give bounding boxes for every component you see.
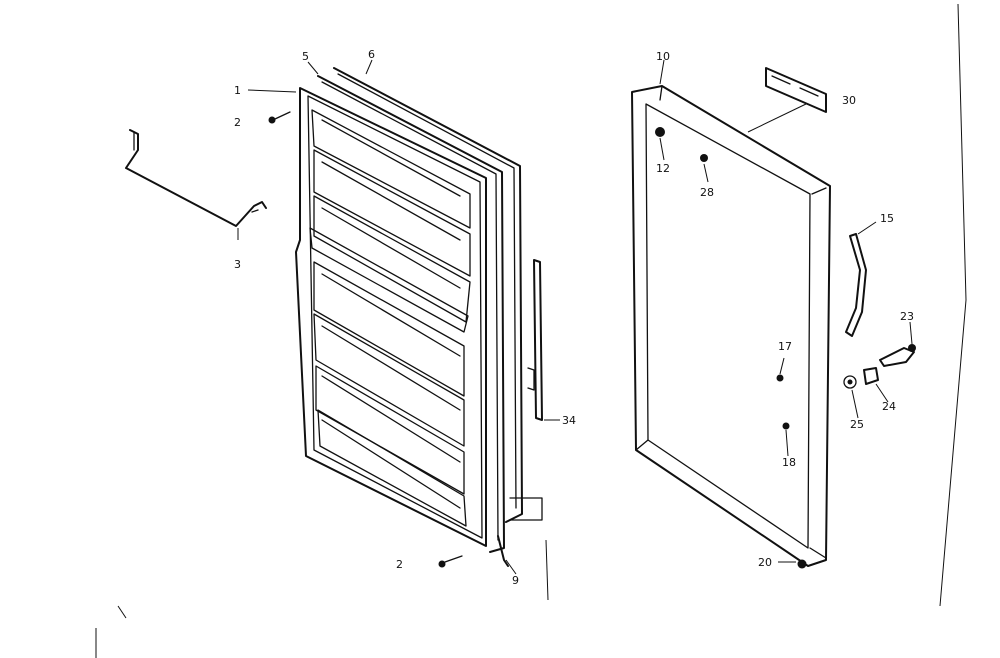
leader-28 [703, 163, 709, 183]
callout-28: 28 [700, 186, 714, 199]
callout-9: 9 [512, 574, 519, 587]
screw-part-2-top [268, 111, 291, 124]
bottom-hinge-plate [509, 497, 543, 521]
leader-12 [659, 137, 665, 161]
bushing-part-24 [863, 367, 879, 385]
leader-10 [659, 59, 665, 85]
callout-12: 12 [656, 162, 670, 175]
page-edge-line [939, 3, 967, 607]
breaker-strip-part-6 [333, 67, 523, 523]
callout-5: 5 [302, 50, 309, 63]
leader-9 [505, 559, 517, 575]
callout-10: 10 [656, 50, 670, 63]
leader-1 [247, 89, 297, 93]
callout-3: 3 [234, 258, 241, 271]
callout-18: 18 [782, 456, 796, 469]
gasket-end-part-9 [497, 535, 509, 567]
leader-15 [857, 221, 877, 235]
screw-part-2-bottom [438, 555, 463, 568]
leader-23 [909, 321, 913, 345]
plug-part-18 [782, 422, 790, 430]
hinge-arm-part-15 [845, 233, 867, 337]
callout-23: 23 [900, 310, 914, 323]
leader-25 [851, 389, 859, 419]
door-frame-part-10 [631, 85, 831, 567]
centerline [545, 539, 549, 601]
callout-17: 17 [778, 340, 792, 353]
callout-34: 34 [562, 414, 576, 427]
callout-24: 24 [882, 400, 896, 413]
leader-17 [779, 357, 785, 375]
plug-part-12 [655, 127, 665, 137]
handle-strip-part-34 [527, 259, 543, 421]
plug-part-28 [700, 154, 708, 162]
plug-part-20 [797, 559, 807, 569]
callout-25: 25 [850, 418, 864, 431]
leader-30 [747, 103, 807, 133]
door-liner-part-1 [295, 87, 487, 547]
callout-2-top: 2 [234, 116, 241, 129]
bracket-part-30 [765, 67, 827, 113]
leader-18 [785, 429, 789, 457]
cam-part-23 [879, 344, 916, 367]
leader-24 [875, 383, 889, 403]
wire-bracket-part-3 [125, 129, 267, 227]
callout-15: 15 [880, 212, 894, 225]
leader-6 [365, 59, 373, 75]
washer-part-25 [843, 375, 857, 389]
door-gasket-part-5 [317, 75, 505, 553]
callout-30: 30 [842, 94, 856, 107]
leader-5 [307, 61, 319, 75]
callout-2-bottom: 2 [396, 558, 403, 571]
callout-1: 1 [234, 84, 241, 97]
page-mark-2 [117, 605, 127, 619]
plug-part-17 [776, 374, 784, 382]
callout-6: 6 [368, 48, 375, 61]
callout-20: 20 [758, 556, 772, 569]
